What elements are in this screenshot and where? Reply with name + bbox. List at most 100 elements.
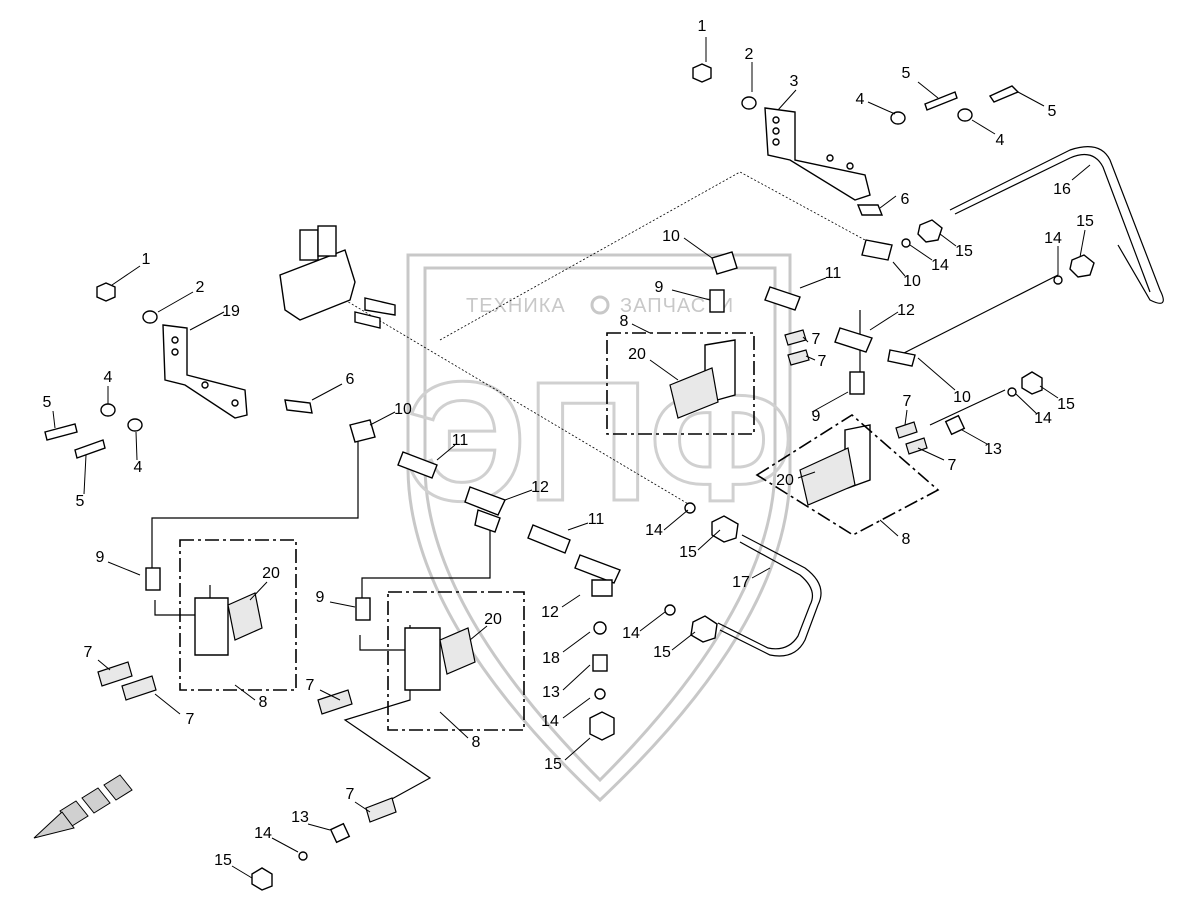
callout-label-9: 9 (96, 549, 105, 566)
callout-label-4: 4 (856, 91, 865, 108)
callout-label-18: 18 (542, 650, 560, 667)
hose (151, 440, 359, 570)
arrow-segment (81, 787, 111, 814)
adapter-7 (787, 349, 810, 366)
callout-leader (562, 631, 591, 653)
callout-leader (561, 594, 581, 608)
callout-label-5: 5 (43, 394, 52, 411)
washer-2 (142, 310, 158, 324)
tee-12 (834, 327, 873, 353)
callout-label-15: 15 (679, 544, 697, 561)
assembly-frame-8 (755, 414, 940, 536)
valve-coil (227, 592, 263, 641)
callout-leader (189, 311, 225, 331)
callout-leader (562, 697, 591, 719)
callout-label-15: 15 (214, 852, 232, 869)
callout-leader (892, 261, 906, 277)
pipe-16-edge (954, 153, 1151, 293)
callout-leader (917, 357, 956, 391)
elbow-10 (349, 419, 376, 443)
nut-15 (1069, 254, 1095, 278)
callout-leader (369, 411, 396, 426)
callout-leader (307, 823, 331, 831)
callout-leader (319, 689, 341, 701)
callout-leader (802, 336, 809, 343)
adapter-7 (905, 437, 928, 455)
callout-leader (805, 355, 816, 361)
union-11 (527, 524, 571, 554)
fitting-9 (709, 289, 725, 313)
bracket-hole (826, 154, 834, 162)
callout-label-8: 8 (472, 734, 481, 751)
callout-leader (811, 391, 849, 413)
hardware (44, 63, 1020, 459)
callout-leader (154, 693, 181, 715)
callout-label-7: 7 (346, 786, 355, 803)
adapter-7 (895, 421, 918, 439)
nut-1 (96, 282, 116, 302)
arrow-segment (103, 774, 133, 801)
valve-body (404, 627, 441, 691)
valve-block (279, 225, 396, 329)
bolt-6 (856, 204, 884, 216)
callout-label-11: 11 (452, 432, 469, 449)
fitting-9 (355, 597, 371, 621)
washer-4 (890, 111, 906, 125)
adapter-7 (97, 661, 133, 687)
callout-label-8: 8 (902, 531, 911, 548)
callout-label-5: 5 (1048, 103, 1057, 120)
callout-label-1: 1 (142, 251, 151, 268)
ferrule-14 (1053, 275, 1063, 285)
ferrule-14 (1007, 387, 1017, 397)
watermark-gear-icon (590, 295, 610, 315)
callout-leader (683, 237, 713, 259)
callout-label-7: 7 (812, 331, 821, 348)
sleeve-13 (944, 414, 966, 436)
callout-leader (271, 837, 299, 853)
callout-label-12: 12 (531, 479, 549, 496)
callout-leader (469, 625, 488, 641)
callout-label-17: 17 (732, 574, 750, 591)
callout-leader (649, 359, 679, 381)
fitting-9 (849, 371, 865, 395)
callout-label-7: 7 (186, 711, 195, 728)
callout-label-15: 15 (955, 243, 973, 260)
pipes (717, 146, 1164, 657)
hose (343, 690, 432, 801)
callout-label-1: 1 (698, 18, 707, 35)
assembly-frame-8 (606, 332, 755, 435)
valve-assemblies (194, 339, 871, 691)
callout-leader (1039, 385, 1059, 399)
adapter-7 (317, 689, 353, 715)
bracket-hole (171, 336, 179, 344)
callout-label-15: 15 (1076, 213, 1094, 230)
callout-leader (799, 277, 827, 289)
hose (899, 274, 1059, 356)
callout-leader (83, 454, 87, 495)
callout-leader (904, 409, 908, 426)
callout-label-13: 13 (984, 441, 1002, 458)
callout-label-14: 14 (931, 257, 949, 274)
callout-label-6: 6 (346, 371, 355, 388)
callout-label-14: 14 (622, 625, 640, 642)
callout-label-4: 4 (996, 132, 1005, 149)
callout-leader (917, 81, 939, 99)
sleeve-13 (329, 822, 351, 844)
tee-12 (574, 554, 621, 584)
callout-label-15: 15 (1057, 396, 1075, 413)
hose (929, 389, 1006, 426)
callout-label-10: 10 (953, 389, 971, 406)
callout-leader (562, 664, 591, 691)
callout-label-10: 10 (394, 401, 412, 418)
valve-body (279, 249, 356, 321)
callout-label-2: 2 (196, 279, 205, 296)
bracket-plate (162, 324, 248, 419)
fitting-18 (593, 621, 607, 635)
callout-leader (231, 865, 253, 879)
valve-coil (799, 447, 856, 506)
nut-15 (1021, 371, 1043, 395)
callout-leader (751, 567, 771, 579)
watermark-text-1: ТЕХНИКА (466, 295, 566, 317)
callout-leader (52, 410, 56, 429)
callout-label-5: 5 (902, 65, 911, 82)
